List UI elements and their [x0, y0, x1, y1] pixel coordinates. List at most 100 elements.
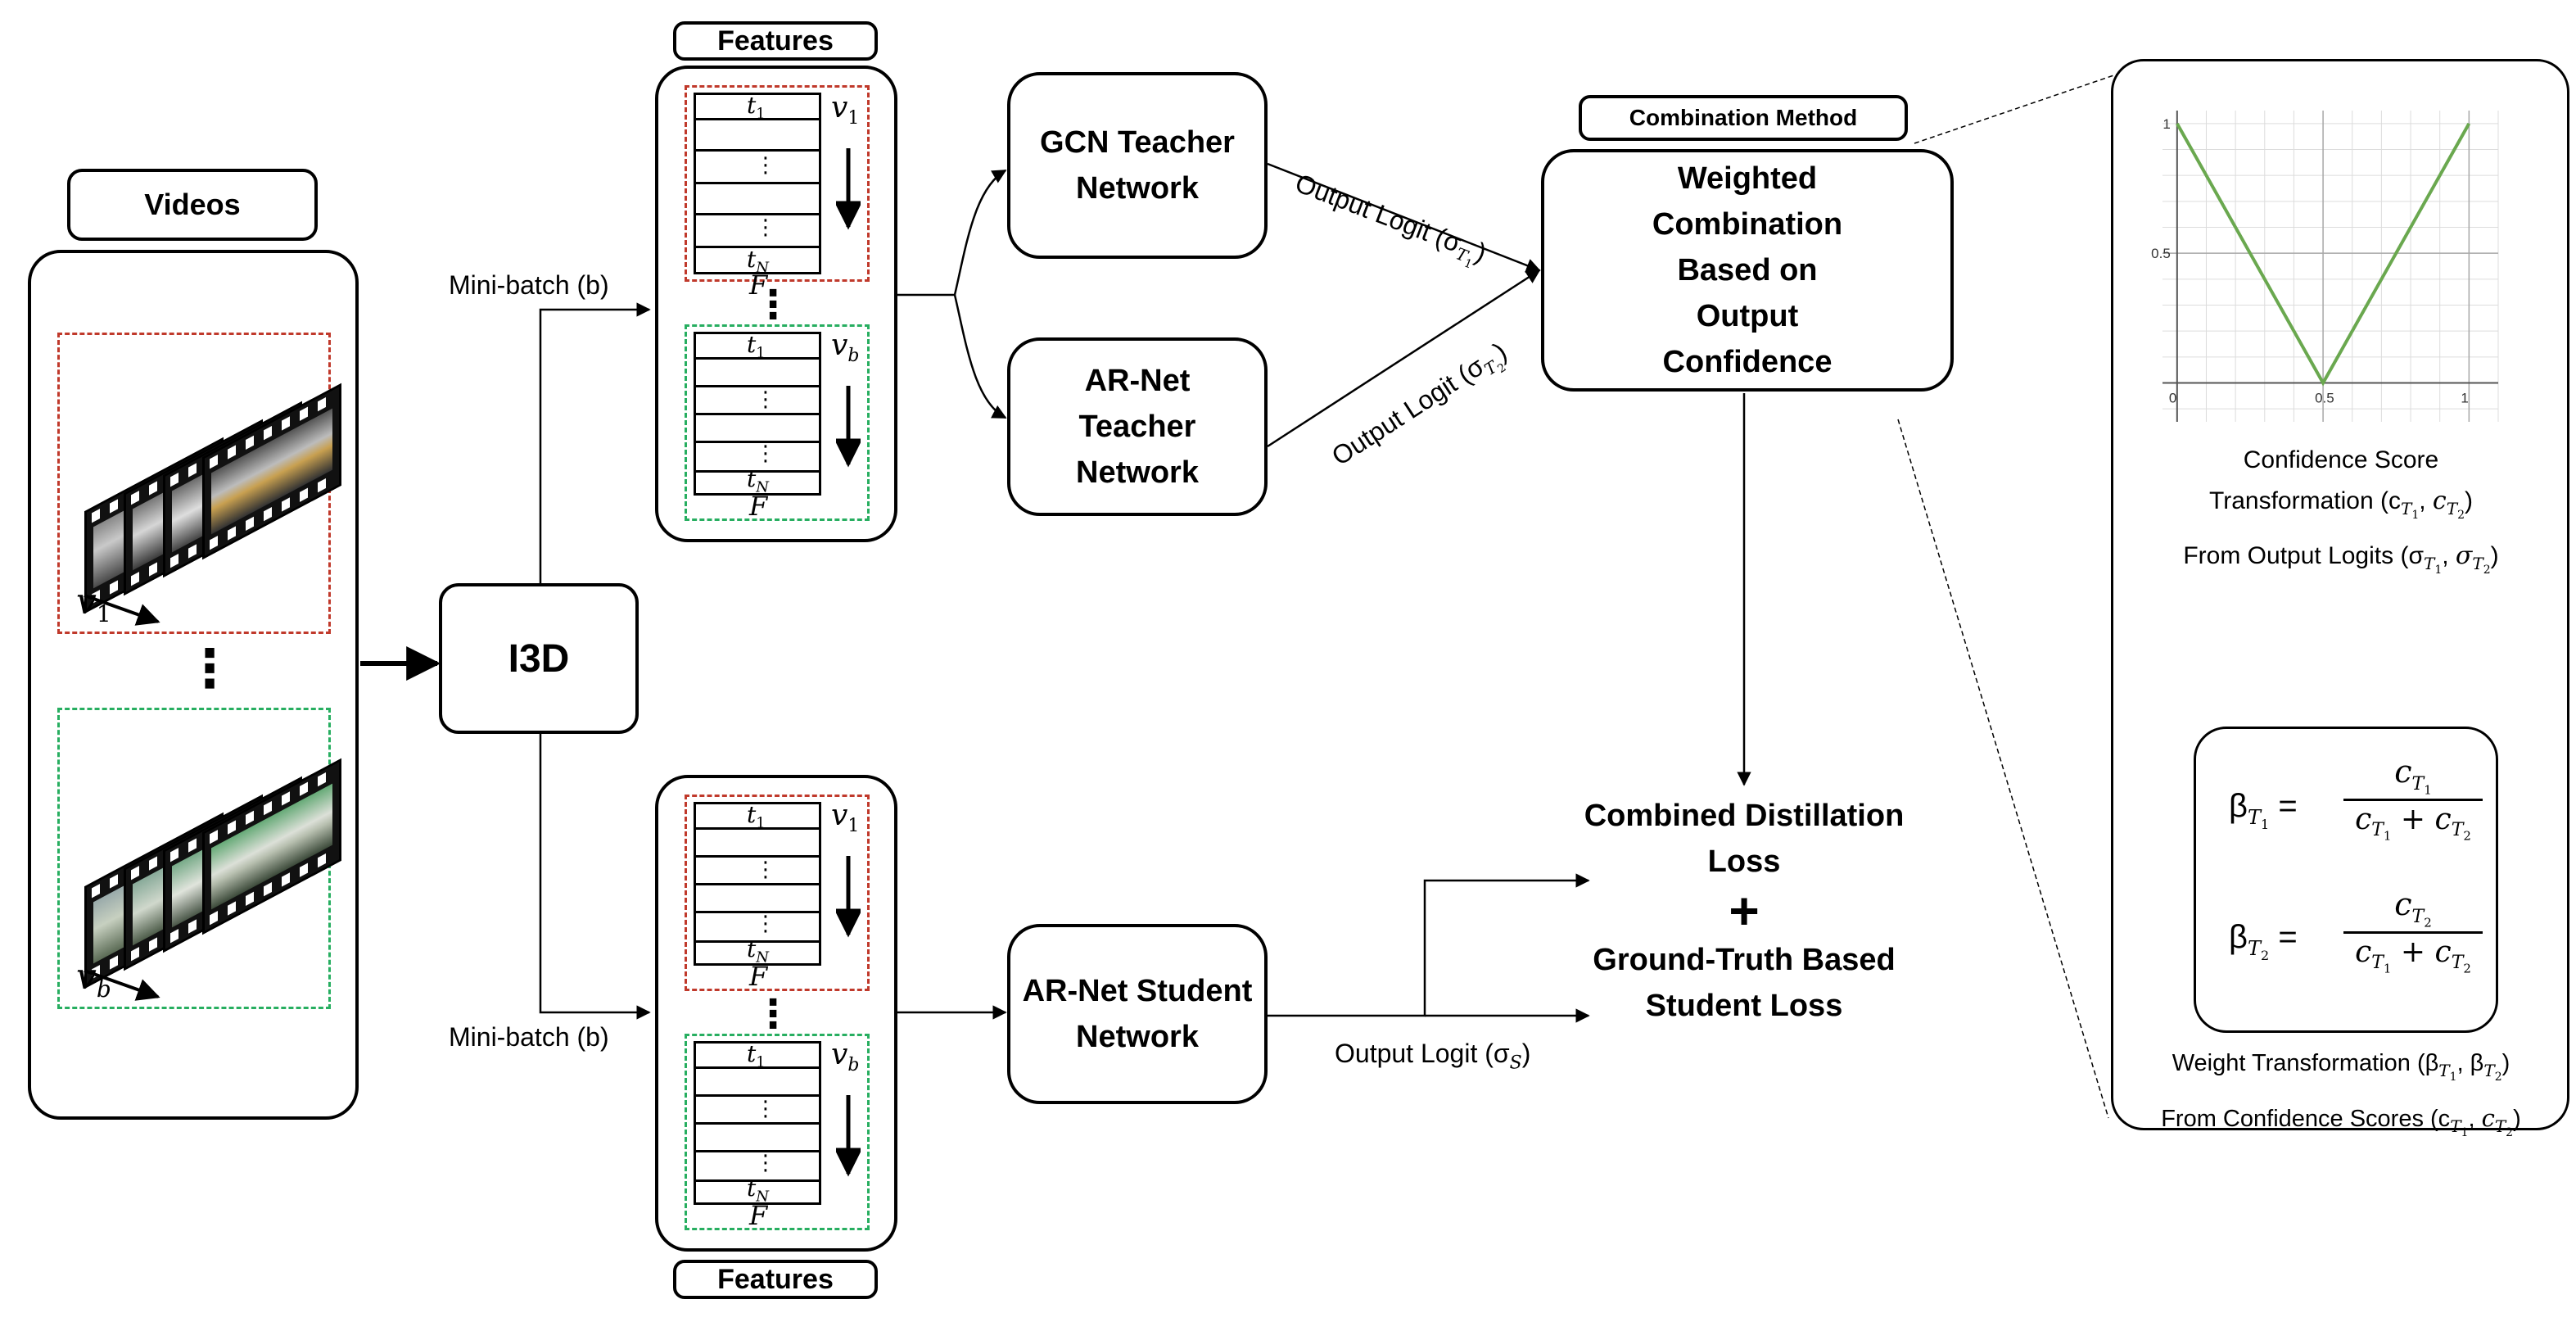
feature-row-tN: tN	[747, 1175, 770, 1206]
feature-group-vb-top: t1 ⋮ ⋮ tN F vb	[685, 324, 870, 522]
minibatch-label-top: Mini-batch (b)	[449, 270, 609, 300]
arnet-student-label: AR-Net Student Network	[1022, 974, 1253, 1054]
feature-table: t1 ⋮ ⋮ tN	[694, 92, 821, 277]
formula-beta-t2: βT2 =	[2229, 919, 2298, 963]
feature-groups-ellipsis: ⋮	[753, 283, 793, 327]
formula-beta-t1: βT1 =	[2229, 788, 2298, 832]
loss-ground-truth-line-1: Ground-Truth Based	[1593, 943, 1896, 977]
feature-row-t1: t1	[747, 331, 766, 362]
loss-block: Combined Distillation Loss + Ground-Trut…	[1556, 793, 1932, 1029]
formula-fraction-t1: cT1 cT1 + cT2	[2343, 754, 2483, 844]
arnet-student-box: AR-Net Student Network	[1007, 924, 1268, 1104]
feature-group-v1-bottom: t1 ⋮ ⋮ tN F v1	[685, 795, 870, 992]
film-frame	[202, 383, 341, 560]
feature-row-dots: ⋮	[755, 911, 776, 935]
confidence-caption-line-3: From Output Logits (σT1, σT2)	[2183, 541, 2499, 577]
feature-row-dots: ⋮	[755, 387, 776, 411]
arrow-i3d-to-top-features	[539, 302, 651, 583]
detail-panel: 0 0.5 1 0.5 1 Confidence Score Transformatio…	[2111, 59, 2569, 1139]
x-tick-label: 1	[2461, 391, 2468, 406]
feature-label-F: F	[749, 491, 768, 522]
feature-row-t1: t1	[747, 92, 766, 123]
video-v1-label: v1	[76, 581, 111, 627]
feature-row-dots: ⋮	[755, 1096, 776, 1121]
video-vb-time-arrow	[84, 969, 160, 1001]
x-tick-label: 0	[2169, 391, 2176, 406]
feature-row-tN: tN	[747, 935, 770, 967]
weight-caption: Weight Transformation (βT1, βT2) From Co…	[2122, 1043, 2560, 1153]
down-arrow-icon	[836, 1095, 861, 1177]
combination-box: Weighted Combination Based on Output Con…	[1541, 149, 1954, 392]
arrow-arnet-to-combination	[1267, 269, 1541, 448]
videos-ellipsis: ⋮	[183, 639, 236, 698]
arrow-split-to-gcn	[953, 169, 1007, 296]
down-arrow-icon	[836, 148, 861, 230]
confidence-caption: Confidence Score Transformation (cT1, cT…	[2130, 440, 2552, 591]
feature-label-vb: vb	[831, 1038, 860, 1076]
i3d-label: I3D	[508, 636, 570, 681]
arrow-i3d-to-bottom-features	[539, 734, 651, 1020]
feature-group-vb-bottom: t1 ⋮ ⋮ tN F vb	[685, 1034, 870, 1231]
feature-row-dots: ⋮	[755, 215, 776, 239]
loss-distillation-line-2: Loss	[1707, 844, 1781, 879]
arnet-teacher-box: AR-Net Teacher Network	[1007, 337, 1268, 516]
combination-text: Weighted Combination Based on Output Con…	[1652, 161, 1843, 379]
features-title-top: Features	[717, 25, 834, 57]
weight-formula-box: βT1 = cT1 cT1 + cT2 βT2 = cT2 cT1 + cT2	[2194, 727, 2498, 1033]
confidence-caption-line-1: Confidence Score	[2243, 446, 2439, 473]
y-tick-label: 0.5	[2151, 246, 2171, 261]
feature-table: t1 ⋮ ⋮ tN	[694, 331, 821, 496]
feature-row-dots: ⋮	[755, 857, 776, 881]
feature-label-v1: v1	[831, 91, 860, 129]
videos-title: Videos	[144, 188, 241, 221]
feature-groups-ellipsis: ⋮	[753, 993, 793, 1036]
weight-caption-line-2: From Confidence Scores (cT1, cT2)	[2161, 1103, 2521, 1139]
videos-container: v1 ⋮ vb	[28, 250, 359, 1120]
weight-caption-line-1: Weight Transformation (βT1, βT2)	[2172, 1050, 2510, 1084]
arrow-gcn-to-combination	[1267, 162, 1541, 273]
feature-row-dots: ⋮	[755, 1150, 776, 1175]
video-v1-frame: v1	[57, 333, 341, 634]
features-container-top: t1 ⋮ ⋮ tN F v1 ⋮ t1 ⋮ ⋮ tN F vb	[655, 66, 897, 542]
combination-method-tag: Combination Method	[1579, 95, 1908, 141]
arrow-student-to-distill	[1268, 873, 1590, 1017]
arnet-teacher-label: AR-Net Teacher Network	[1076, 364, 1199, 490]
film-frame	[202, 758, 341, 935]
feature-row-dots: ⋮	[755, 441, 776, 465]
y-tick-label: 1	[2162, 116, 2170, 132]
videos-title-tag: Videos	[67, 169, 318, 241]
features-container-bottom: t1 ⋮ ⋮ tN F v1 ⋮ t1 ⋮ ⋮ tN F vb	[655, 775, 897, 1252]
plus-icon: +	[1729, 881, 1760, 940]
zoom-line-bottom	[1897, 419, 2109, 1119]
feature-row-t1: t1	[747, 801, 766, 832]
feature-group-v1-top: t1 ⋮ ⋮ tN F v1	[685, 85, 870, 301]
feature-label-F: F	[749, 269, 768, 301]
feature-row-tN: tN	[747, 246, 770, 277]
feature-row-t1: t1	[747, 1040, 766, 1071]
feature-label-vb: vb	[831, 328, 860, 367]
features-title-tag-bottom: Features	[673, 1260, 878, 1299]
formula-fraction-t2: cT2 cT1 + cT2	[2343, 886, 2483, 976]
feature-row-dots: ⋮	[755, 152, 776, 177]
gcn-teacher-label: GCN Teacher Network	[1040, 125, 1235, 206]
feature-table: t1 ⋮ ⋮ tN	[694, 801, 821, 967]
features-title-tag-top: Features	[673, 21, 878, 61]
feature-label-v1: v1	[831, 799, 860, 837]
x-tick-label: 0.5	[2315, 391, 2334, 406]
feature-row-tN: tN	[747, 465, 770, 496]
video-vb-frame: vb	[57, 708, 341, 1009]
gcn-teacher-box: GCN Teacher Network	[1007, 72, 1268, 259]
features-title-bottom: Features	[717, 1263, 834, 1295]
confidence-chart: 0 0.5 1 0.5 1	[2151, 111, 2499, 422]
arrow-split-to-arnet	[953, 294, 1007, 419]
video-vb-label: vb	[76, 956, 111, 1003]
video-v1-time-arrow	[84, 594, 160, 626]
feature-label-F: F	[749, 1200, 768, 1231]
feature-label-F: F	[749, 961, 768, 992]
series-line	[2176, 122, 2471, 387]
loss-ground-truth-line-2: Student Loss	[1645, 989, 1843, 1023]
combination-method-title: Combination Method	[1629, 105, 1858, 130]
down-arrow-icon	[836, 856, 861, 938]
i3d-box: I3D	[439, 583, 639, 734]
confidence-caption-line-2: Transformation (cT1, cT2)	[2209, 487, 2473, 522]
